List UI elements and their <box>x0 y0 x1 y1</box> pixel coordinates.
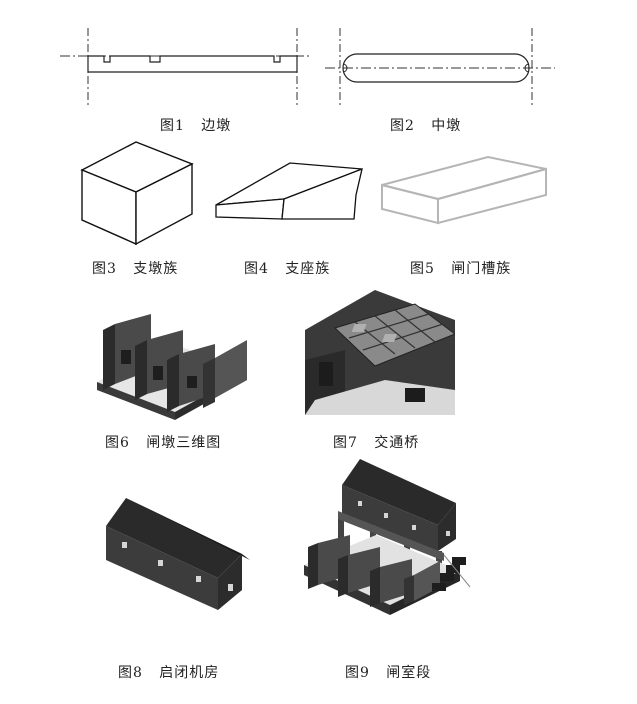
figure-3-drawing <box>80 140 200 250</box>
figure-1-title: 边墩 <box>201 118 232 134</box>
figure-8-caption: 图8 启闭机房 <box>118 662 219 682</box>
figure-5-label: 图5 <box>410 261 435 277</box>
figure-2-title: 中墩 <box>431 118 462 134</box>
figure-9-drawing <box>300 455 475 645</box>
figure-6-title: 闸墩三维图 <box>146 435 222 451</box>
figure-1-label: 图1 <box>160 118 185 134</box>
figure-2-label: 图2 <box>390 118 415 134</box>
figure-9-caption: 图9 闸室段 <box>345 662 431 682</box>
figure-5-caption: 图5 闸门槽族 <box>410 258 511 278</box>
figure-7-caption: 图7 交通桥 <box>333 432 419 452</box>
figure-3-caption: 图3 支墩族 <box>92 258 178 278</box>
figure-2-drawing <box>325 28 555 108</box>
figure-4-caption: 图4 支座族 <box>244 258 330 278</box>
figure-1-caption: 图1 边墩 <box>160 115 231 135</box>
figure-6-label: 图6 <box>105 435 130 451</box>
figure-6-caption: 图6 闸墩三维图 <box>105 432 221 452</box>
figure-8-label: 图8 <box>118 665 143 681</box>
figure-6-drawing <box>95 310 255 420</box>
figure-3-title: 支墩族 <box>133 261 179 277</box>
figure-5-title: 闸门槽族 <box>451 261 512 277</box>
figure-8-drawing <box>100 490 250 615</box>
figure-3-label: 图3 <box>92 261 117 277</box>
figure-7-drawing <box>305 290 455 415</box>
figure-7-label: 图7 <box>333 435 358 451</box>
figure-9-label: 图9 <box>345 665 370 681</box>
figure-7-title: 交通桥 <box>374 435 420 451</box>
figure-9-title: 闸室段 <box>386 665 432 681</box>
figure-2-caption: 图2 中墩 <box>390 115 461 135</box>
figure-1-drawing <box>60 28 310 108</box>
figure-4-drawing <box>210 155 370 230</box>
figure-8-title: 启闭机房 <box>159 665 220 681</box>
figure-5-drawing <box>378 155 550 227</box>
figure-4-label: 图4 <box>244 261 269 277</box>
figure-4-title: 支座族 <box>285 261 331 277</box>
